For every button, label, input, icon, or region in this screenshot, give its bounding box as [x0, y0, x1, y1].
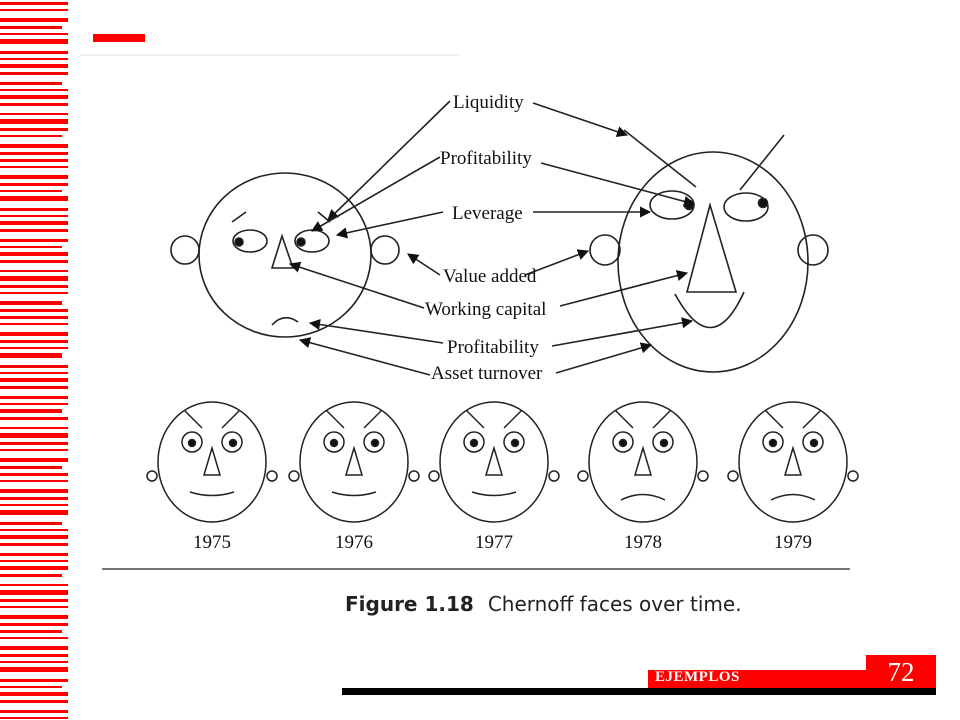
title-underline	[80, 54, 460, 56]
year-label: 1978	[624, 532, 662, 553]
label-profitability-mouth: Profitability	[447, 337, 539, 358]
left-face-ear-right	[370, 235, 400, 265]
figure-caption-text: Chernoff faces over time.	[487, 592, 742, 616]
right-face-brow-right	[739, 134, 785, 191]
title-accent-bar	[93, 34, 145, 42]
small-face	[727, 401, 859, 523]
left-face-ear-left	[170, 235, 200, 265]
footer-section-band	[648, 670, 866, 688]
small-face	[577, 401, 709, 523]
left-face-eye-left	[232, 229, 268, 253]
left-face-brow-left	[231, 211, 247, 223]
small-face	[288, 401, 420, 523]
figure-caption: Figure 1.18 Chernoff faces over time.	[345, 592, 845, 616]
left-face-brow-right	[317, 211, 331, 223]
right-face-ear-right	[797, 234, 829, 266]
label-value-added: Value added	[443, 266, 537, 287]
figure-caption-label: Figure 1.18	[345, 592, 474, 616]
left-face-pupil-right	[296, 237, 306, 247]
right-face-brow-left	[623, 129, 697, 188]
right-face-nose	[685, 202, 738, 293]
right-face-eye-right	[723, 192, 769, 222]
small-face	[146, 401, 278, 523]
year-label: 1977	[475, 532, 513, 553]
right-face-ear-left	[589, 234, 621, 266]
year-label: 1976	[335, 532, 373, 553]
page-number: 72	[866, 655, 936, 688]
left-face-mouth	[271, 316, 299, 326]
left-face-nose	[270, 233, 295, 269]
left-face-pupil-left	[234, 237, 244, 247]
right-face-pupil-right	[757, 197, 769, 209]
label-asset-turnover: Asset turnover	[431, 363, 543, 384]
right-face-outline	[617, 151, 809, 373]
right-face-mouth	[674, 291, 745, 329]
left-large-face	[170, 172, 400, 338]
label-profitability-eyes: Profitability	[440, 148, 532, 169]
small-faces-row	[146, 401, 859, 523]
red-striped-margin	[0, 2, 68, 719]
footer-rule	[342, 688, 936, 695]
year-label: 1979	[774, 532, 812, 553]
label-leverage: Leverage	[452, 203, 523, 224]
label-working-capital: Working capital	[425, 299, 546, 320]
year-labels-row: 1975 1976 1977 1978 1979	[193, 532, 812, 553]
small-face	[428, 401, 560, 523]
footer-section-label: EJEMPLOS	[655, 669, 740, 685]
year-label: 1975	[193, 532, 231, 553]
right-large-face	[589, 129, 829, 373]
annotation-arrows	[288, 100, 696, 376]
left-face-outline	[198, 172, 372, 338]
label-liquidity: Liquidity	[453, 92, 524, 113]
